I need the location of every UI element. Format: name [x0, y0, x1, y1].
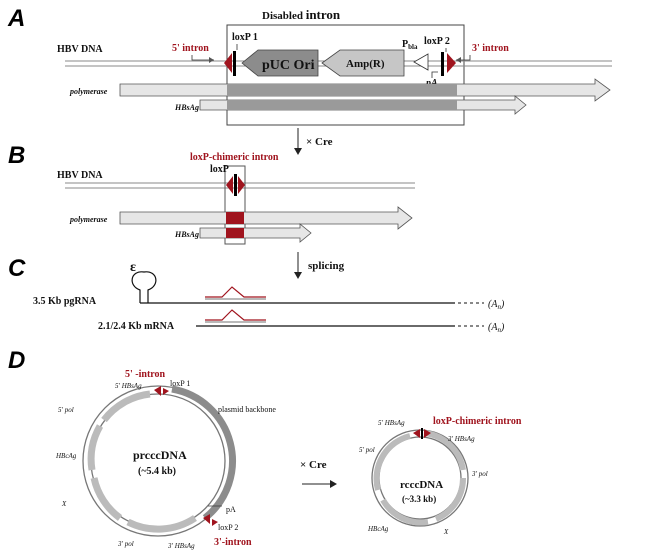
loxp1-triangle-d: [154, 386, 161, 396]
polymerase-label-b: polymerase: [69, 215, 108, 224]
rcccdna-circle: [371, 429, 469, 527]
panel-label-d: D: [8, 347, 25, 374]
rc-hbsag-5-label: 5' HBsAg: [378, 419, 405, 427]
mrna-label: 2.1/2.4 Kb mRNA: [98, 321, 175, 332]
panel-label-c: C: [8, 255, 26, 282]
rc-chimeric-triangle-right: [424, 429, 431, 438]
panel-label-b: B: [8, 142, 25, 169]
mrna-intron-bump: [205, 309, 266, 321]
prcccdna-plasmid: [82, 385, 236, 537]
hbsag-5-label-d: 5' HBsAg: [115, 382, 142, 390]
rc-hbcag-segment: [380, 498, 429, 526]
loxp2-triangle-d2: [212, 519, 218, 526]
rc-pol-3-label: 3' pol: [471, 470, 488, 478]
hbsag-chimeric-band-b: [226, 228, 244, 238]
intron-5-label-d: 5' -intron: [125, 369, 166, 380]
intron-3-arrow-a: [456, 55, 471, 63]
intron-3-label-d: 3'-intron: [214, 537, 252, 548]
pol-5-label-d: 5' pol: [58, 406, 74, 414]
pgrna-label: 3.5 Kb pgRNA: [33, 296, 97, 307]
hbsag-label-b: HBsAg: [174, 230, 199, 239]
rc-chimeric-label: loxP-chimeric intron: [433, 416, 522, 427]
puc-ori-label: pUC Ori: [262, 58, 315, 73]
pa-pointer-a: [431, 71, 438, 78]
polymerase-arrow-b: [119, 206, 413, 230]
rc-hbsag-3-segment: [423, 430, 466, 471]
hbsag-arrow-b: [199, 223, 312, 243]
rcccdna-size: (~3.3 kb): [402, 494, 436, 504]
x-label-d: X: [61, 500, 67, 508]
plasmid-backbone-arc: [171, 385, 236, 521]
disabled-intron-title: Disabled intron: [262, 7, 341, 22]
epsilon-label: ε: [130, 260, 136, 275]
chimeric-triangle-right-b: [238, 176, 245, 194]
pol-3-segment: [126, 515, 197, 533]
intron-5-arrow-a: [191, 55, 214, 63]
pa-label-d: pA: [226, 505, 236, 514]
hbsag-5-segment: [101, 390, 151, 423]
rc-hbcag-label: HBcAg: [367, 525, 389, 533]
chimeric-triangle-left-b: [226, 176, 233, 194]
polymerase-label-a: polymerase: [69, 87, 108, 96]
rcccdna-label: rcccDNA: [400, 479, 443, 491]
rc-pol-5-label: 5' pol: [359, 446, 375, 454]
loxp2-label-a: loxP 2: [424, 36, 450, 47]
intron-3-label-a: 3' intron: [472, 43, 509, 54]
puc-ori-arrow: [241, 49, 319, 77]
rc-chimeric-triangle-left: [413, 429, 420, 438]
intron-5-label-a: 5' intron: [172, 43, 209, 54]
loxp2-triangle-a: [447, 53, 456, 73]
pol-5-segment: [87, 424, 104, 471]
mrna-polya: (An): [488, 322, 505, 334]
hbsag-label-a: HBsAg: [174, 103, 199, 112]
disabled-intron-box: [226, 24, 465, 126]
loxp2-triangle-d: [203, 514, 210, 524]
loxp-label-b: loxP: [210, 164, 229, 175]
loxp1-label-d: loxP 1: [170, 379, 190, 388]
pa-label-a: pA: [425, 78, 438, 89]
pbla-label: Pbla: [402, 39, 418, 51]
cre-label-d: × Cre: [300, 459, 327, 471]
epsilon-stem-loop: [131, 271, 157, 303]
pgrna-intron-bump: [205, 286, 266, 298]
pol-3-label-d: 3' pol: [117, 540, 134, 548]
loxp1-label-a: loxP 1: [232, 32, 258, 43]
plasmid-backbone-label: plasmid backbone: [218, 405, 276, 414]
splicing-step-label: splicing: [308, 260, 345, 272]
rc-pol-3-segment: [434, 477, 467, 522]
hbsag-3-label-d: 3' HBsAg: [167, 542, 195, 550]
prcccdna-size: (~5.4 kb): [138, 466, 176, 477]
hbcag-segment: [90, 477, 123, 521]
hbcag-label-d: HBcAg: [55, 452, 77, 460]
loxp2-label-d: loxP 2: [218, 523, 238, 532]
pbla-promoter-triangle: [413, 53, 429, 71]
prcccdna-label: prcccDNA: [133, 448, 187, 462]
loxp1-triangle-a: [224, 53, 232, 73]
chimeric-intron-label-b: loxP-chimeric intron: [190, 152, 279, 163]
pgrna-polya: (An): [488, 299, 505, 311]
panel-label-a: A: [7, 5, 25, 32]
hbv-dna-label-b: HBV DNA: [57, 170, 103, 181]
rc-pol-5-segment: [373, 433, 411, 491]
polymerase-intron-band-a: [227, 84, 457, 96]
ampr-arrow: [321, 49, 405, 77]
loxp-bar-b: [234, 174, 237, 196]
rc-x-label: X: [443, 528, 449, 536]
loxp2-bar-a: [441, 52, 444, 76]
loxp1-bar-a: [233, 51, 236, 76]
ampr-label: Amp(R): [346, 58, 385, 70]
cre-step-label: × Cre: [306, 136, 333, 148]
loxp1-triangle-d2: [163, 388, 169, 395]
chimeric-intron-box-b: [224, 165, 246, 245]
polymerase-chimeric-band-b: [226, 212, 244, 224]
rc-loxp-bar: [421, 428, 423, 439]
rc-hbsag-3-label: 3' HBsAg: [447, 435, 475, 443]
hbsag-intron-band-a: [227, 100, 457, 110]
hbv-dna-label-a: HBV DNA: [57, 44, 103, 55]
